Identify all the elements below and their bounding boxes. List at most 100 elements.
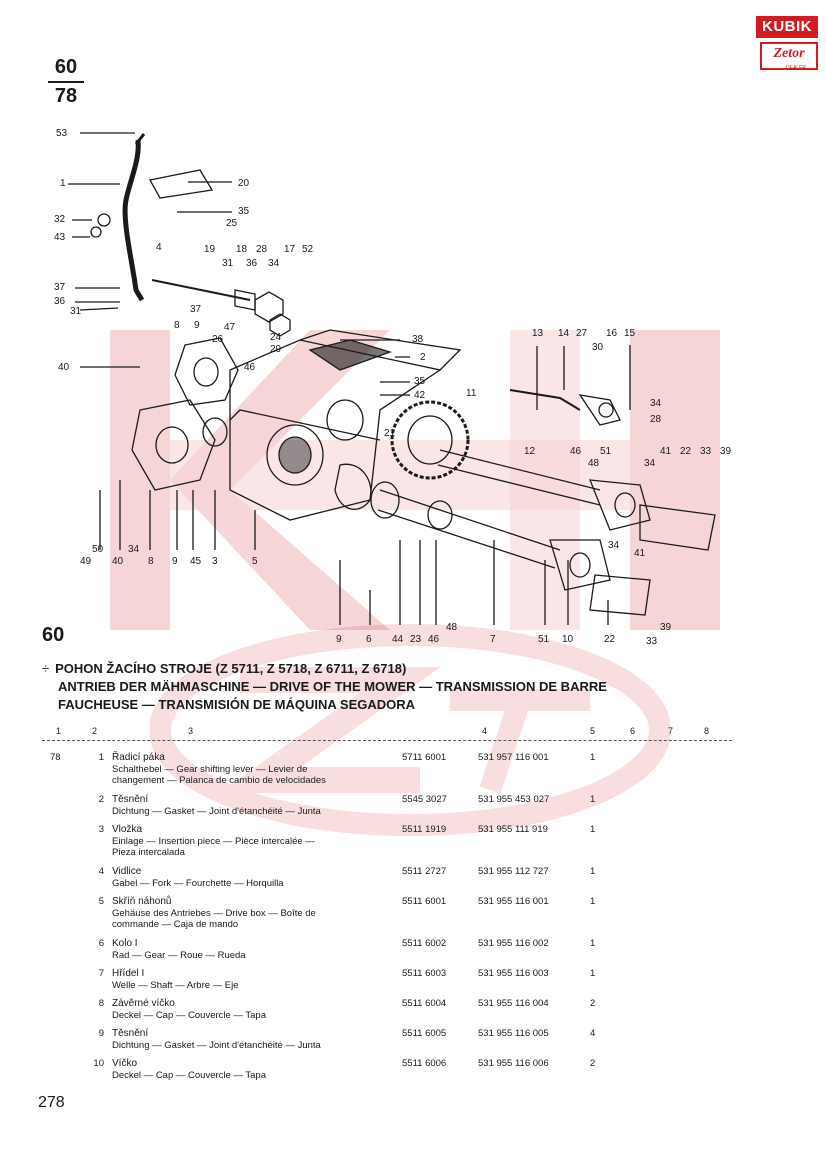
callout: 33 — [646, 636, 658, 647]
callout: 36 — [54, 296, 66, 307]
part-number: 5511 6001 — [402, 896, 447, 907]
callout: 15 — [624, 328, 636, 339]
callout: 34 — [128, 544, 140, 555]
callout: 48 — [446, 622, 458, 633]
callout: 1 — [60, 178, 66, 189]
watermark-zetor — [150, 624, 670, 836]
callout: 45 — [190, 556, 202, 567]
callout: 51 — [538, 634, 550, 645]
exploded-parts-diagram: 53 1 20 35 25 32 43 4 19 18 28 17 52 31 … — [40, 120, 780, 660]
callout: 28 — [650, 414, 662, 425]
part-number: 5545 3027 — [402, 794, 447, 805]
heading-marker: ÷ — [42, 661, 50, 676]
callout: 21 — [384, 428, 396, 439]
table-row: 5 Skříň náhonů Gehäuse des Antriebes — D… — [42, 896, 732, 938]
callout: 2 — [420, 352, 426, 363]
part-number: 5511 6004 — [402, 998, 447, 1009]
logo-brand: KUBIK — [756, 16, 818, 38]
quantity: 2 — [590, 998, 596, 1009]
heading-line-2: ANTRIEB DER MÄHMASCHINE — DRIVE OF THE M… — [58, 679, 607, 694]
table-row: 3 Vložka Einlage — Insertion piece — Piè… — [42, 824, 732, 866]
callout: 27 — [576, 328, 588, 339]
quantity: 1 — [590, 968, 596, 979]
column-header: 8 — [704, 726, 710, 736]
quantity: 1 — [590, 752, 596, 763]
callout: 33 — [700, 446, 712, 457]
table-row: 7 Hřídel I Welle — Shaft — Arbre — Eje 5… — [42, 968, 732, 998]
item-name: Těsnění — [112, 1028, 149, 1039]
column-header-row: 1 2 3 4 5 6 7 8 — [42, 726, 732, 741]
item-name: Kolo I — [112, 938, 138, 949]
callout: 11 — [466, 388, 477, 399]
callout: 14 — [558, 328, 570, 339]
callout: 30 — [592, 342, 604, 353]
catalog-number: 531 957 116 001 — [478, 752, 549, 763]
callout: 39 — [660, 622, 672, 633]
column-header: 2 — [92, 726, 98, 736]
callout: 40 — [58, 362, 70, 373]
callout: 37 — [190, 304, 202, 315]
kubik-zetor-logo: KUBIK Zetor DEALER — [756, 16, 818, 72]
item-number: 5 — [98, 896, 104, 907]
item-number: 1 — [98, 752, 104, 763]
callout: 35 — [238, 206, 250, 217]
item-number: 2 — [98, 794, 104, 805]
item-translation: changement — Palanca de cambio de veloci… — [112, 775, 326, 786]
heading-line-3: FAUCHEUSE — TRANSMISIÓN DE MÁQUINA SEGAD… — [58, 697, 416, 712]
callout: 31 — [222, 258, 234, 269]
item-translation: Dichtung — Gasket — Joint d'étanchéité —… — [112, 805, 321, 817]
fraction-line — [48, 81, 84, 83]
callout: 41 — [660, 446, 672, 457]
part-number: 5511 6002 — [402, 938, 447, 949]
part-number: 5511 6006 — [402, 1058, 447, 1069]
callout: 8 — [148, 556, 154, 567]
item-translation: Deckel — Cap — Couvercle — Tapa — [112, 1069, 266, 1081]
callout: 38 — [412, 334, 424, 345]
callout: 35 — [414, 376, 426, 387]
callout: 46 — [570, 446, 582, 457]
item-name: Řadicí páka — [112, 752, 165, 763]
item-name: Víčko — [112, 1058, 138, 1069]
callout: 9 — [336, 634, 342, 645]
item-description: Skříň náhonů Gehäuse des Antriebes — Dri… — [112, 896, 432, 931]
quantity: 4 — [590, 1028, 596, 1039]
section-number: 60 — [42, 624, 65, 646]
callout: 31 — [70, 306, 82, 317]
catalog-number: 531 955 116 006 — [478, 1058, 549, 1069]
catalog-number: 531 955 116 001 — [478, 896, 549, 907]
logo-sub: DEALER — [786, 65, 807, 71]
quantity: 1 — [590, 938, 596, 949]
logo-partner: Zetor — [760, 42, 818, 70]
item-translation: Dichtung — Gasket — Joint d'étanchéité —… — [112, 1039, 321, 1051]
item-translation: Deckel — Cap — Couvercle — Tapa — [112, 1009, 266, 1021]
callout: 10 — [562, 634, 574, 645]
callout: 4 — [156, 242, 162, 253]
column-header: 1 — [56, 726, 62, 736]
table-row: 6 Kolo I Rad — Gear — Roue — Rueda 5511 … — [42, 938, 732, 968]
item-translation: commande — Caja de mando — [112, 919, 239, 930]
parts-table: 78 1 Řadicí páka Schalthebel — Gear shif… — [42, 752, 732, 1088]
callout: 34 — [644, 458, 656, 469]
part-number: 5711 6001 — [402, 752, 447, 763]
callout: 41 — [634, 548, 646, 559]
callout: 12 — [524, 446, 536, 457]
callout: 22 — [680, 446, 692, 457]
callout: 25 — [226, 218, 238, 229]
catalog-number: 531 955 116 005 — [478, 1028, 549, 1039]
item-number: 9 — [98, 1028, 104, 1039]
callout: 47 — [224, 322, 236, 333]
item-name: Hřídel I — [112, 968, 145, 979]
item-name: Těsnění — [112, 794, 149, 805]
callout: 34 — [608, 540, 620, 551]
item-description: Hřídel I Welle — Shaft — Arbre — Eje — [112, 968, 432, 991]
item-name: Skříň náhonů — [112, 896, 172, 907]
item-translation: Schalthebel — Gear shifting lever — Levi… — [112, 763, 308, 775]
table-row: 78 1 Řadicí páka Schalthebel — Gear shif… — [42, 752, 732, 794]
part-number: 5511 2727 — [402, 866, 447, 877]
callout: 26 — [212, 334, 224, 345]
callout: 48 — [588, 458, 600, 469]
diagram-drawing — [68, 132, 716, 625]
callout: 51 — [600, 446, 612, 457]
item-description: Vidlice Gabel — Fork — Fourchette — Horq… — [112, 866, 432, 889]
